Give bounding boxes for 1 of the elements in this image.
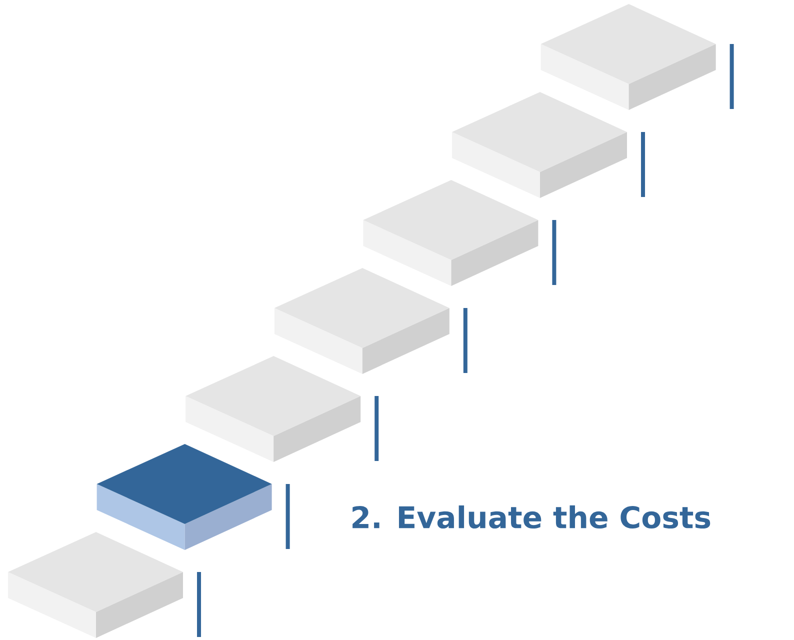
step-title: 2. Evaluate the Costs xyxy=(352,505,710,529)
